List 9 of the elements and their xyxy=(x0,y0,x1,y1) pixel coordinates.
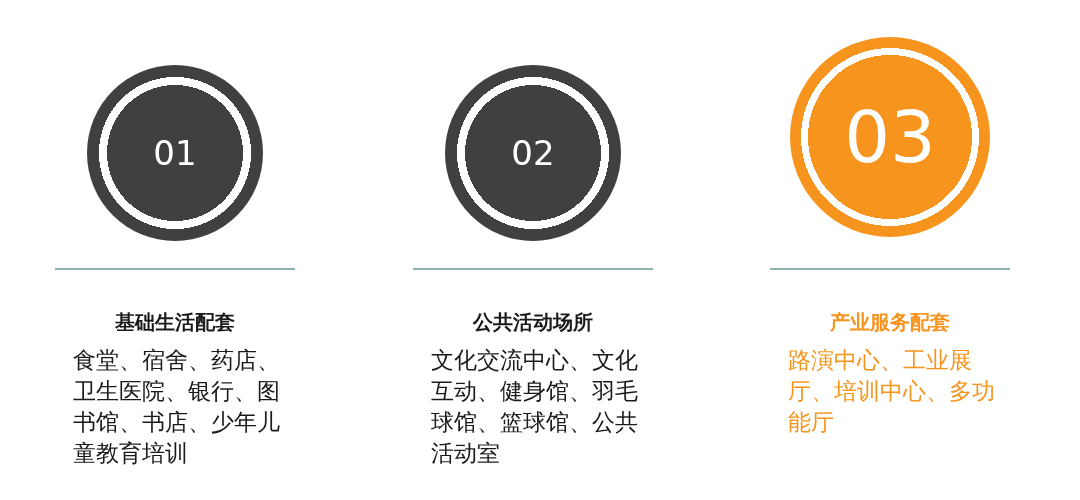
description-text: 文化交流中心、文化互动、健身馆、羽毛球馆、篮球馆、公共活动室 xyxy=(431,346,639,468)
number-circle: 02 xyxy=(445,65,621,241)
description-text: 路演中心、工业展厅、培训中心、多功能厅 xyxy=(788,346,996,437)
description-text: 食堂、宿舍、药店、卫生医院、银行、图书馆、书店、少年儿童教育培训 xyxy=(73,346,281,468)
column-heading: 产业服务配套 xyxy=(829,309,951,336)
column-heading: 基础生活配套 xyxy=(114,309,236,336)
number-circle: 01 xyxy=(87,65,263,241)
number-circle: 03 xyxy=(790,37,990,237)
column-heading: 公共活动场所 xyxy=(471,309,594,336)
